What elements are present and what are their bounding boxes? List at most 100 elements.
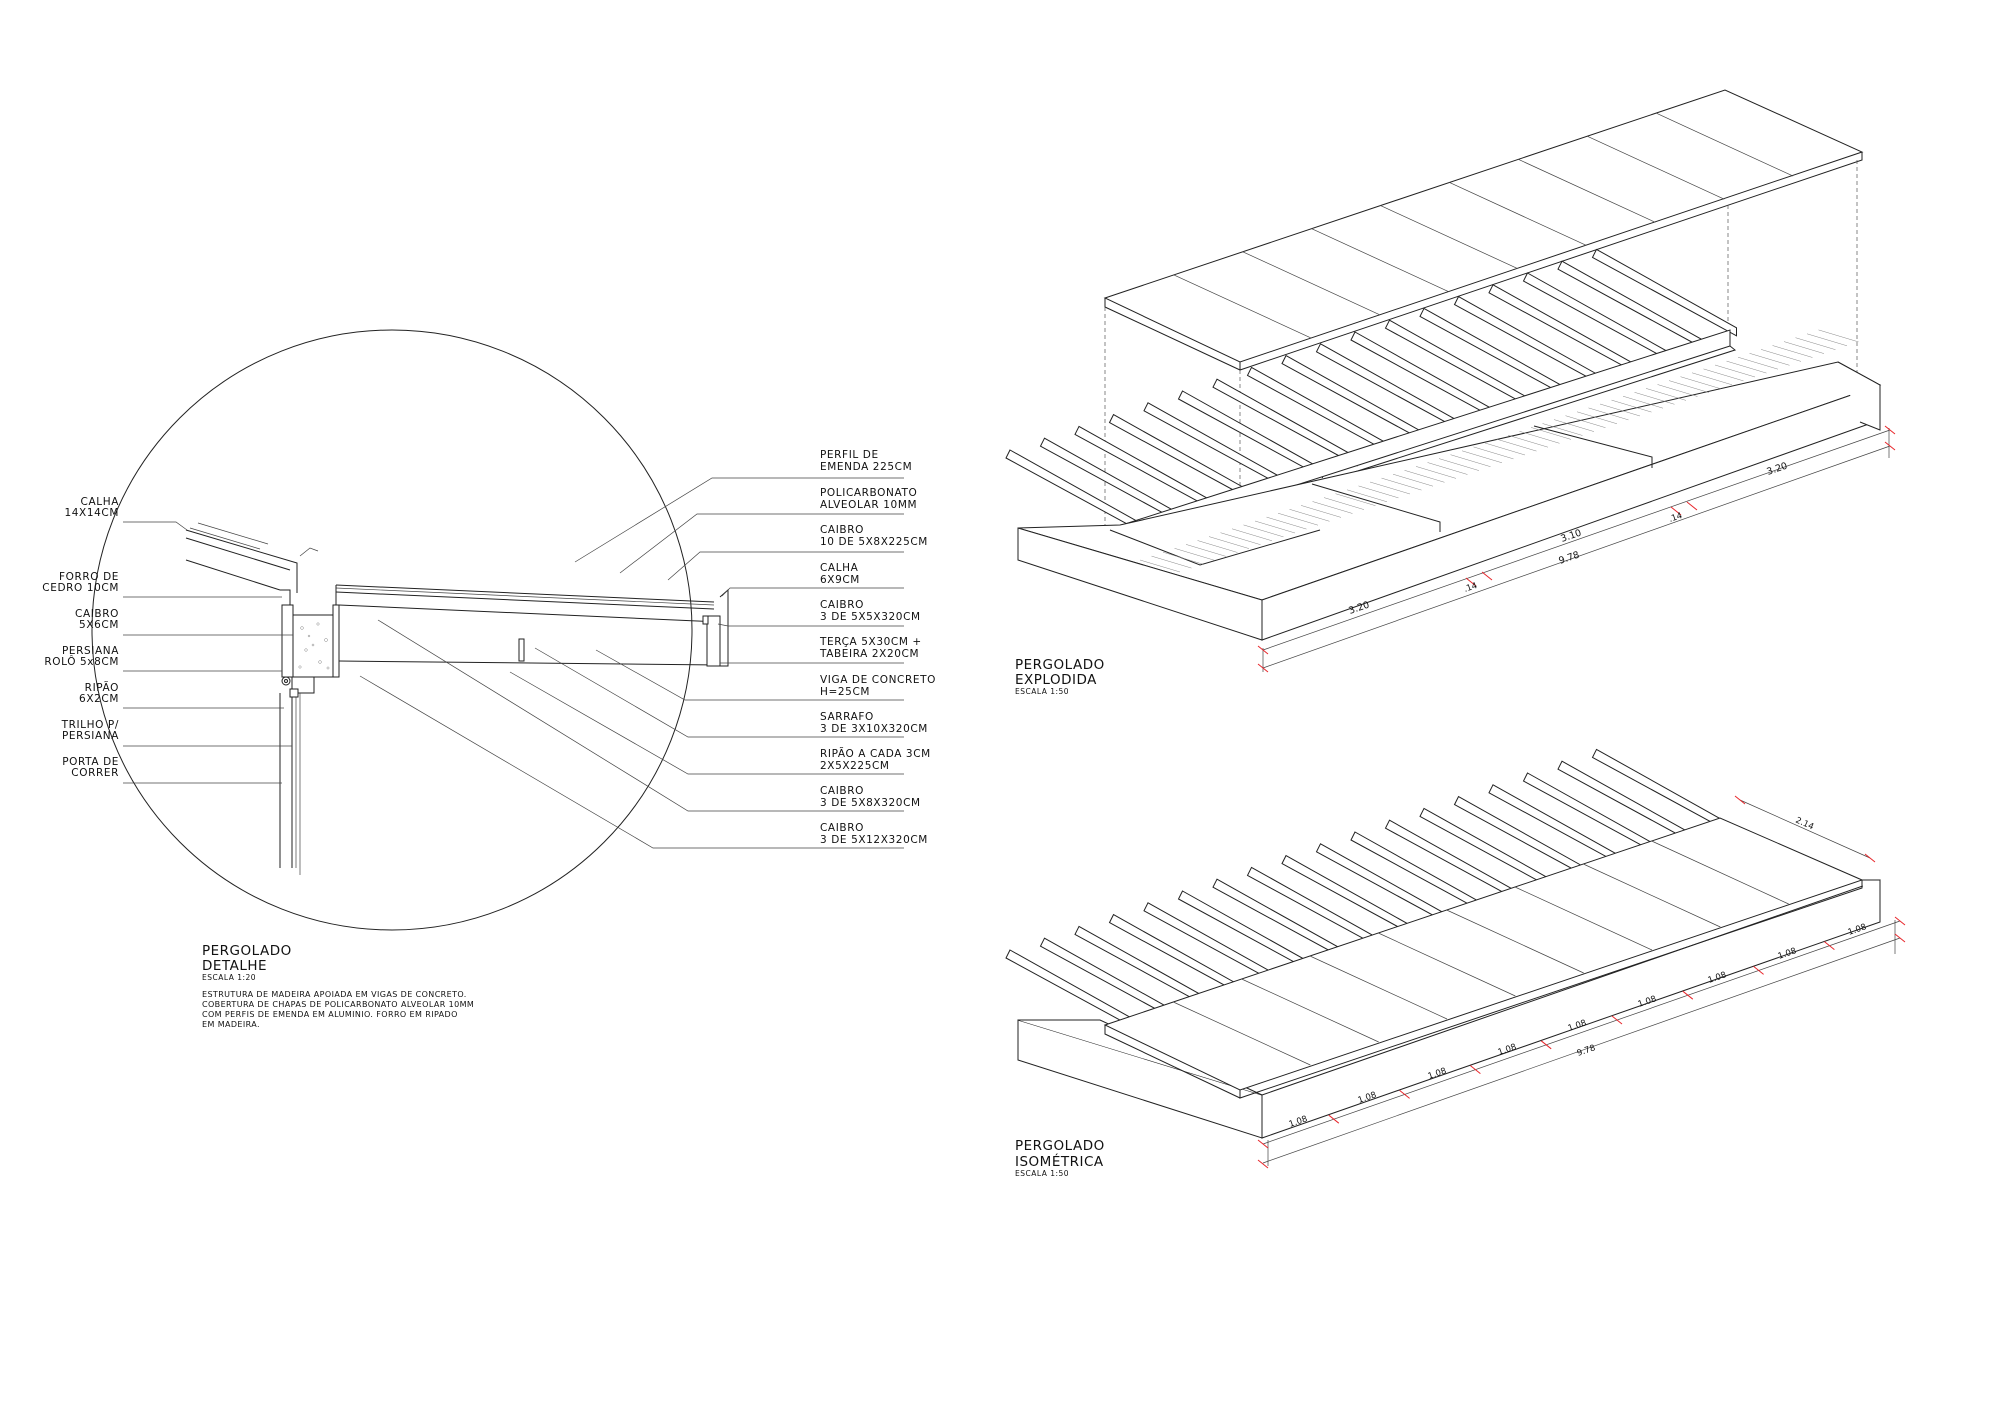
label-viga-concreto: VIGA DE CONCRETO — [820, 674, 936, 686]
ceiling-slat — [1691, 372, 1733, 386]
svg-text:2X5X225CM: 2X5X225CM — [820, 760, 890, 772]
ceiling-slat — [1415, 466, 1457, 479]
detail-note-4: EM MADEIRA. — [202, 1020, 260, 1029]
svg-text:3 DE 5X12X320CM: 3 DE 5X12X320CM — [820, 834, 928, 846]
ceiling-slat — [1404, 470, 1445, 483]
cover-seam — [1378, 932, 1516, 997]
ceiling-slat — [1139, 559, 1181, 573]
ceiling-slat — [1392, 473, 1434, 487]
ceiling-slat — [1496, 438, 1537, 452]
ceiling-slat — [1438, 458, 1480, 471]
cover-seam — [1241, 978, 1379, 1043]
cover-seam — [1380, 205, 1518, 269]
ceiling-slat — [1726, 360, 1767, 374]
exploded-dim-gap-a: .14 — [1463, 581, 1479, 595]
label-caibro-5x8: CAIBRO — [820, 785, 864, 797]
ceiling-slat — [1174, 548, 1215, 561]
ceiling-slat — [1680, 376, 1721, 389]
roof-structure — [335, 584, 729, 667]
svg-text:ROLÔ 5x8CM: ROLÔ 5x8CM — [44, 655, 119, 668]
svg-text:10 DE 5X8X225CM: 10 DE 5X8X225CM — [820, 536, 928, 548]
label-policarbonato: POLICARBONATO — [820, 487, 917, 499]
ceiling-slat — [1427, 462, 1468, 475]
iso-scale: ESCALA 1:50 — [1015, 1169, 1069, 1178]
ceiling-slat — [1151, 555, 1192, 569]
ceiling-slat — [1622, 395, 1664, 409]
svg-text:TABEIRA 2X20CM: TABEIRA 2X20CM — [819, 648, 919, 660]
cover-seam — [1311, 228, 1449, 292]
ceiling-slat — [1335, 493, 1376, 506]
svg-text:H=25CM: H=25CM — [820, 686, 870, 698]
ceiling-slat — [1461, 450, 1503, 464]
svg-text:6X9CM: 6X9CM — [820, 574, 860, 586]
detail-circle — [91, 329, 693, 931]
svg-text:14X14CM: 14X14CM — [64, 507, 119, 519]
exploded-rafters — [1005, 248, 1737, 538]
dim-tick — [1328, 1114, 1340, 1124]
ceiling-slat — [1277, 512, 1319, 526]
label-perfil-emenda: PERFIL DE — [820, 449, 879, 461]
cover-seam — [1518, 159, 1656, 223]
ceiling-slat — [1760, 349, 1802, 362]
dim-tick — [1611, 1015, 1623, 1025]
exploded-title-1: PERGOLADO — [1015, 657, 1105, 673]
cover-seam — [1587, 135, 1725, 200]
detail-view: CALHA 14X14CM FORRO DE CEDRO 10CM CAIBRO… — [42, 329, 936, 1029]
exploded-base-frame — [1017, 329, 1882, 641]
detail-note-3: COM PERFIS DE EMENDA EM ALUMINIO. FORRO … — [202, 1010, 458, 1019]
ceiling-slat — [1289, 509, 1330, 522]
svg-text:5X6CM: 5X6CM — [79, 619, 119, 631]
ceiling-slat — [1243, 524, 1284, 538]
ceiling-slat — [1749, 353, 1790, 366]
exploded-view: 3.20 .14 3.10 .14 3.20 9.78 PERGOLADO EX… — [1005, 89, 1896, 696]
ceiling-slat — [1197, 540, 1238, 553]
exploded-scale: ESCALA 1:50 — [1015, 687, 1069, 696]
cover-seam — [1449, 182, 1587, 246]
isometric-rafters — [1005, 748, 1737, 1038]
ceiling-slat — [1312, 501, 1353, 514]
exploded-cover — [1103, 89, 1864, 371]
ceiling-slat — [1576, 411, 1618, 425]
isometric-title-block: PERGOLADO ISOMÉTRICA ESCALA 1:50 — [1015, 1138, 1105, 1178]
gutter-roof — [185, 522, 319, 593]
ceiling-slat — [1611, 399, 1652, 413]
concrete-beam — [281, 604, 340, 694]
ceiling-slat — [1220, 532, 1261, 545]
iso-title-1: PERGOLADO — [1015, 1138, 1105, 1154]
exploded-title-block: PERGOLADO EXPLODIDA ESCALA 1:50 — [1015, 657, 1105, 696]
dim-tick — [1540, 1040, 1552, 1050]
label-persiana: PERSIANA — [62, 645, 119, 657]
ceiling-slat — [1588, 407, 1629, 421]
rafter — [1177, 390, 1323, 479]
ceiling-slat — [1381, 477, 1422, 491]
svg-text:3 DE 5X8X320CM: 3 DE 5X8X320CM — [820, 797, 921, 809]
ceiling-slat — [1473, 446, 1514, 460]
ceiling-lining — [185, 559, 291, 610]
cover-seam — [1242, 251, 1380, 316]
svg-text:6X2CM: 6X2CM — [79, 693, 119, 705]
ceiling-slat — [1645, 388, 1687, 401]
detail-title-1: PERGOLADO — [202, 943, 292, 959]
iso-dim-total: 9.78 — [1576, 1043, 1597, 1059]
ceiling-slat — [1772, 345, 1813, 358]
label-caibro-5x12: CAIBRO — [820, 822, 864, 834]
ceiling-slat — [1714, 364, 1756, 378]
isometric-cover — [1103, 817, 1864, 1099]
isometric-view: 1.08 1.08 1.08 1.08 1.08 1.08 1.08 1.08 … — [1005, 748, 1906, 1178]
ceiling-slat — [1530, 427, 1572, 440]
detail-title-2: DETALHE — [202, 958, 267, 974]
ceiling-slat — [1553, 419, 1595, 432]
ceiling-slat — [1703, 368, 1744, 382]
ceiling-slat — [1818, 329, 1859, 343]
label-trilho: TRILHO P/ — [61, 719, 119, 731]
detail-scale: ESCALA 1:20 — [202, 973, 256, 982]
ceiling-slat — [1507, 434, 1549, 448]
leaders-left — [123, 521, 293, 784]
isometric-dimensions: 1.08 1.08 1.08 1.08 1.08 1.08 1.08 1.08 … — [1257, 795, 1906, 1169]
svg-text:EMENDA 225CM: EMENDA 225CM — [820, 461, 912, 473]
label-caibro-10: CAIBRO — [820, 524, 864, 536]
cover-seam — [1173, 274, 1312, 339]
svg-text:CORRER: CORRER — [71, 767, 119, 779]
dim-tick — [1470, 1065, 1481, 1074]
